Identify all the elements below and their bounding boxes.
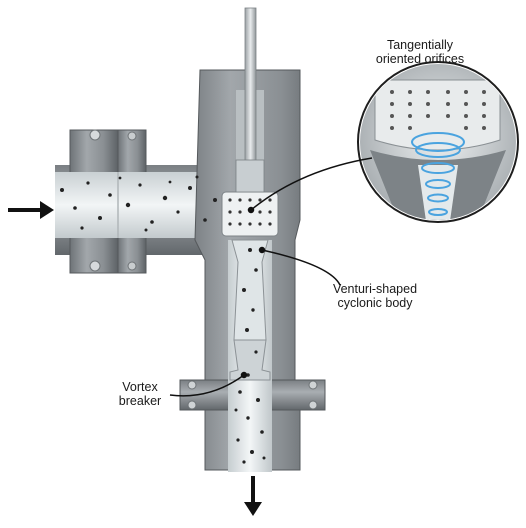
label-tangential-orifices: Tangentially oriented orifices (375, 38, 465, 66)
inlet-particles (60, 175, 217, 232)
outlet-particles (234, 248, 266, 464)
zoom-inset (357, 61, 519, 223)
leader-orifices (250, 157, 373, 211)
label-vortex-breaker: Vortex breaker (118, 380, 162, 408)
valve-body (179, 7, 326, 472)
arrow-down-icon (244, 476, 262, 516)
leader-vortex (169, 374, 245, 397)
leader-lines (169, 157, 373, 397)
label-venturi-body: Venturi-shaped cyclonic body (332, 282, 418, 310)
arrow-right-icon (8, 201, 54, 219)
leader-venturi (261, 249, 341, 286)
